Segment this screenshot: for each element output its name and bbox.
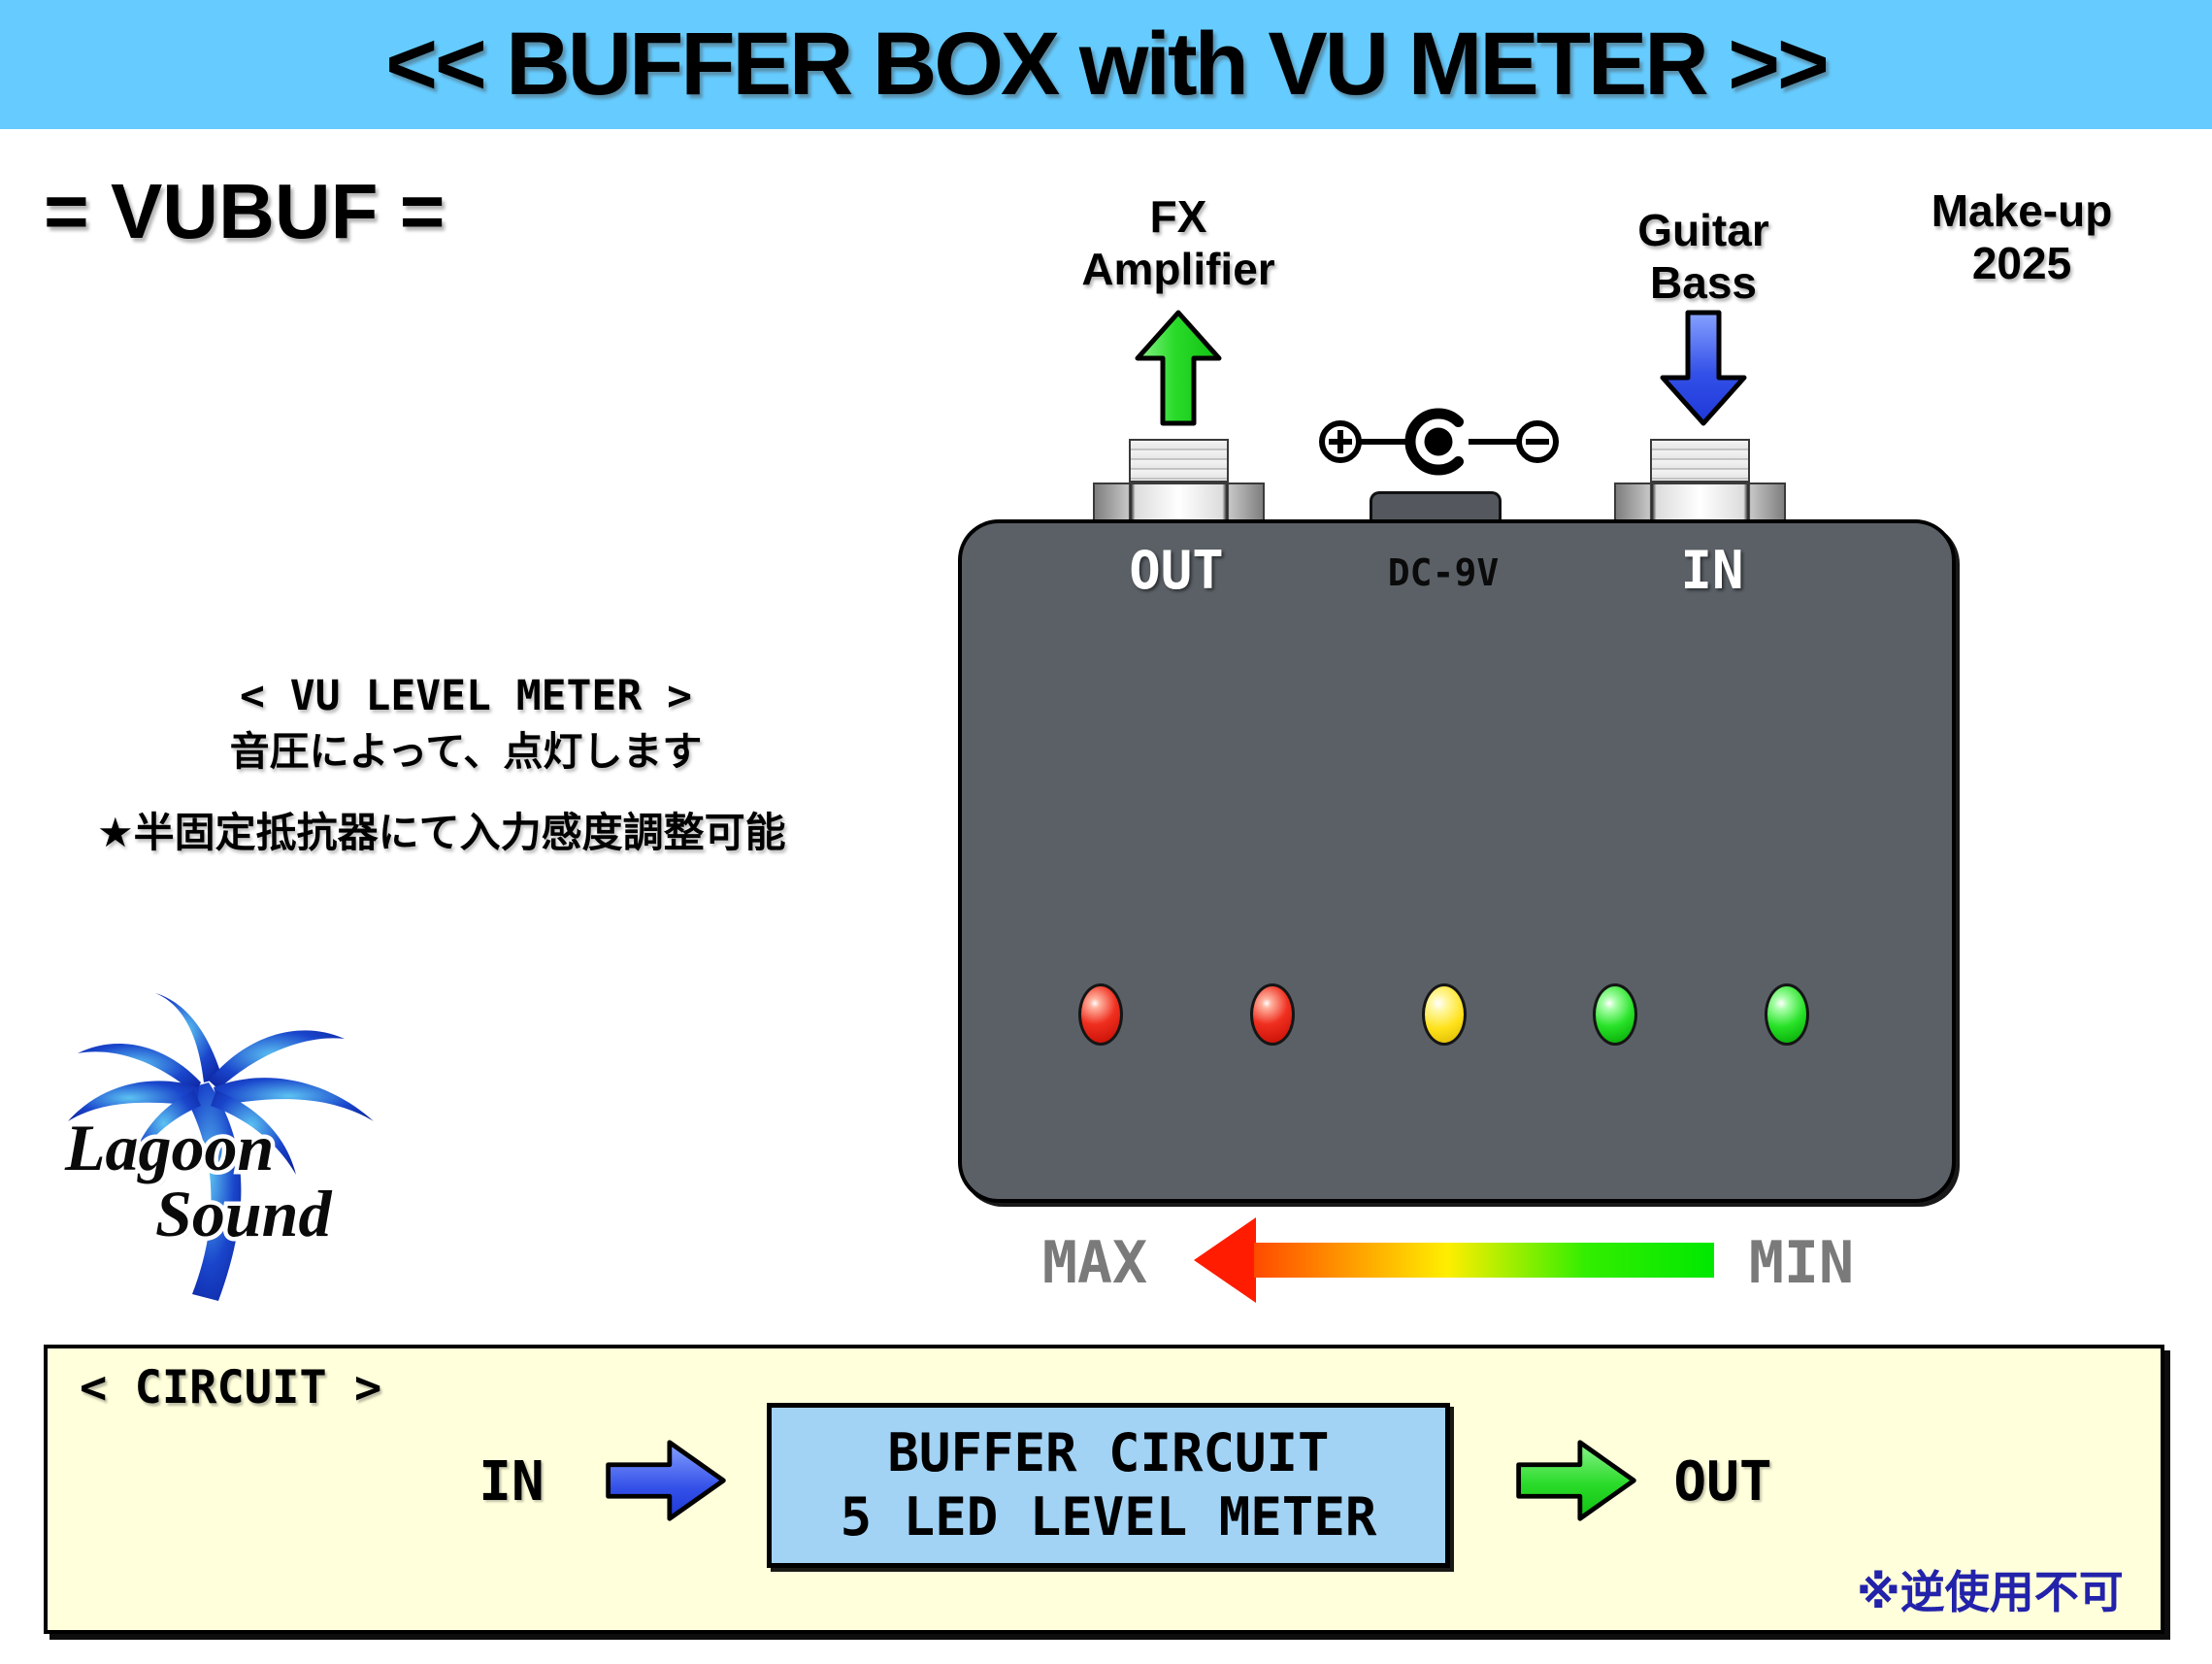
output-up-arrow-icon	[1135, 310, 1222, 426]
circuit-block-line1: BUFFER CIRCUIT	[887, 1422, 1330, 1484]
sensitivity-adjust-note: ★半固定抵抗器にて入力感度調整可能	[97, 810, 786, 855]
svg-text:Sound: Sound	[158, 1180, 335, 1253]
fx-line2: Amplifier	[1081, 244, 1275, 295]
input-down-arrow-icon	[1660, 310, 1747, 426]
makeup-year-label: Make-up 2025	[1931, 184, 2113, 290]
logo-text-sound: Sound	[155, 1177, 332, 1250]
circuit-out-label: OUT	[1673, 1450, 1772, 1514]
circuit-in-arrow-icon	[606, 1440, 726, 1521]
guitar-line2: Bass	[1650, 257, 1757, 309]
makeup-line2: 2025	[1971, 238, 2072, 289]
in-jack-nut	[1614, 483, 1786, 521]
led-row	[1078, 983, 1809, 1046]
vu-meter-heading: < VU LEVEL METER >	[240, 672, 692, 720]
dc-polarity-icon	[1319, 408, 1559, 476]
dc-jack	[1370, 491, 1502, 522]
out-jack-threads	[1129, 439, 1229, 483]
circuit-warning-note: ※逆使用不可	[1857, 1567, 2124, 1617]
title-banner: << BUFFER BOX with VU METER >>	[0, 0, 2212, 129]
led-green	[1765, 983, 1809, 1046]
circuit-heading: < CIRCUIT >	[80, 1361, 382, 1414]
led-green	[1593, 983, 1638, 1046]
page-title: << BUFFER BOX with VU METER >>	[385, 15, 1829, 114]
led-red	[1249, 983, 1295, 1046]
in-jack-threads	[1650, 439, 1750, 483]
lagoon-sound-logo: Lagoon Lagoon Sound Sound	[60, 993, 374, 1301]
fx-amplifier-label: FX Amplifier	[1081, 190, 1274, 296]
in-jack-label: IN	[1680, 540, 1744, 601]
circuit-out-arrow-icon	[1516, 1440, 1636, 1521]
vu-meter-description: 音圧によって、点灯します	[229, 729, 703, 774]
led-yellow	[1421, 983, 1467, 1046]
scale-min-label: MIN	[1748, 1229, 1855, 1297]
out-jack-label: OUT	[1129, 540, 1224, 601]
led-red	[1078, 983, 1123, 1046]
out-jack-nut	[1093, 483, 1265, 521]
guitar-line1: Guitar	[1637, 205, 1769, 255]
circuit-in-label: IN	[479, 1450, 545, 1514]
guitar-bass-label: Guitar Bass	[1637, 204, 1768, 310]
buffer-box-enclosure	[958, 519, 1956, 1203]
buffer-circuit-block: BUFFER CIRCUIT 5 LED LEVEL METER	[767, 1403, 1450, 1568]
svg-text:Lagoon: Lagoon	[67, 1114, 277, 1187]
makeup-line1: Make-up	[1931, 185, 2113, 236]
model-name: = VUBUF =	[44, 168, 446, 254]
fx-line1: FX	[1149, 191, 1207, 242]
logo-text-lagoon: Lagoon	[64, 1111, 274, 1184]
scale-max-label: MAX	[1041, 1229, 1148, 1297]
circuit-block-line2: 5 LED LEVEL METER	[840, 1486, 1377, 1548]
level-gradient-arrow	[1194, 1217, 1714, 1303]
dc-9v-label: DC-9V	[1387, 551, 1500, 594]
